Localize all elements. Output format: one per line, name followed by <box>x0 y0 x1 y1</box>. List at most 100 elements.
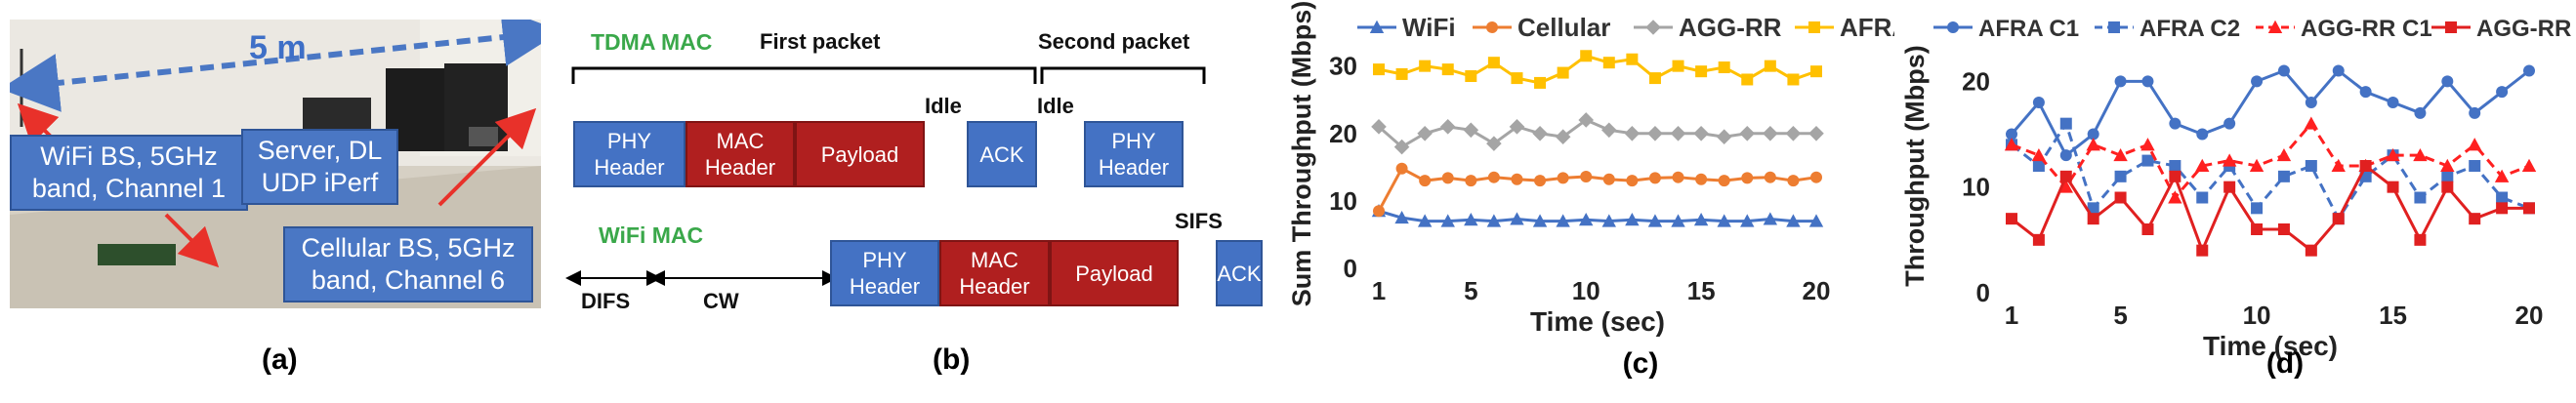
data-point-2-3 <box>1439 119 1456 135</box>
legend-label-2: AGG-RR C1 <box>2301 16 2432 42</box>
x-tick-2: 10 <box>1572 276 1600 305</box>
chart-c-svg: WiFiCellularAGG-RRAFRA010203015101520Tim… <box>1287 1 1910 380</box>
data-point-2-0 <box>1371 119 1387 135</box>
legend-marker-1 <box>1486 21 1498 33</box>
data-point-3-8 <box>2223 181 2236 193</box>
data-point-1-5 <box>1487 171 1500 183</box>
tdma-mac-title: TDMA MAC <box>591 29 713 55</box>
caption-a: (a) <box>262 343 298 376</box>
data-point-0-11 <box>2305 97 2317 108</box>
wifi-mac-title: WiFi MAC <box>599 222 704 248</box>
data-point-3-0 <box>2006 213 2017 225</box>
data-point-3-5 <box>2141 223 2154 235</box>
data-point-2-6 <box>2168 190 2182 204</box>
data-point-0-2 <box>2059 149 2072 162</box>
data-point-1-12 <box>1648 172 1661 184</box>
data-point-0-14 <box>2387 97 2399 108</box>
data-point-1-7 <box>1534 175 1547 187</box>
series-line-0 <box>1378 209 1816 223</box>
data-point-3-6 <box>2169 170 2181 182</box>
panel-a: 5 m WiFi BS, 5GHz band, Channel 1 Server… <box>0 0 547 398</box>
data-point-0-13 <box>2359 86 2372 99</box>
data-point-0-16 <box>1740 214 1755 227</box>
data-point-3-9 <box>1580 50 1593 62</box>
data-point-2-18 <box>2494 169 2510 182</box>
data-point-2-11 <box>1624 125 1641 141</box>
data-point-2-10 <box>2276 147 2292 162</box>
data-point-0-11 <box>1625 213 1640 226</box>
data-point-3-19 <box>1810 65 1822 78</box>
idle-label-1: Idle <box>925 94 962 118</box>
data-point-0-19 <box>1808 214 1824 227</box>
data-point-1-6 <box>1511 173 1523 185</box>
data-point-2-3 <box>2086 138 2100 151</box>
data-point-3-16 <box>1741 73 1754 86</box>
data-point-3-3 <box>1441 63 1454 76</box>
data-point-1-3 <box>1441 172 1454 184</box>
data-point-0-17 <box>1763 212 1778 225</box>
legend-marker-0 <box>1947 21 1959 33</box>
server-label: Server, DL UDP iPerf <box>241 129 398 205</box>
cellular-bs-label: Cellular BS, 5GHz band, Channel 6 <box>283 226 533 302</box>
data-point-0-15 <box>1717 214 1731 227</box>
data-point-1-11 <box>1626 175 1639 187</box>
data-point-2-17 <box>1763 125 1778 141</box>
data-point-3-10 <box>1602 57 1615 69</box>
data-point-3-14 <box>1695 65 1708 78</box>
data-point-2-16 <box>1739 125 1756 141</box>
data-point-3-14 <box>2387 181 2399 193</box>
data-point-3-10 <box>2277 223 2290 235</box>
data-point-1-3 <box>2087 202 2099 215</box>
data-point-2-17 <box>2468 138 2482 151</box>
data-point-1-10 <box>2277 170 2290 182</box>
data-point-0-9 <box>2251 75 2264 88</box>
data-point-2-9 <box>2249 158 2264 172</box>
data-point-1-13 <box>1672 171 1684 183</box>
data-point-1-18 <box>1787 175 1800 187</box>
data-point-2-12 <box>1647 125 1663 141</box>
data-point-1-6 <box>2169 160 2181 172</box>
data-point-2-7 <box>2195 158 2210 172</box>
data-point-1-9 <box>1580 171 1593 182</box>
legend-label-2: AGG-RR <box>1679 13 1782 42</box>
sifs-label: SIFS <box>1175 209 1223 233</box>
legend-label-1: Cellular <box>1517 13 1610 42</box>
legend-label-0: AFRA C1 <box>1978 16 2079 42</box>
data-point-0-9 <box>1579 213 1594 226</box>
data-point-1-14 <box>1695 173 1708 185</box>
data-point-3-4 <box>1465 70 1477 83</box>
chart-caption: (c) <box>1623 347 1659 380</box>
data-point-2-8 <box>2222 153 2237 167</box>
legend-label-0: WiFi <box>1402 13 1456 42</box>
data-point-3-8 <box>1557 66 1569 79</box>
cw-label: CW <box>703 289 739 313</box>
series-line-0 <box>2010 68 2530 158</box>
data-point-1-1 <box>1395 162 1408 175</box>
y-tick-2: 20 <box>1962 66 1990 96</box>
x-tick-4: 20 <box>2515 301 2544 330</box>
data-point-1-1 <box>2032 160 2045 172</box>
data-point-0-16 <box>2441 75 2454 88</box>
data-point-2-4 <box>2113 147 2128 162</box>
data-point-0-0 <box>2006 128 2017 141</box>
x-tick-1: 5 <box>2113 301 2127 330</box>
data-point-2-12 <box>2331 158 2346 172</box>
data-point-3-15 <box>2414 233 2427 246</box>
data-point-3-12 <box>2332 213 2345 225</box>
x-tick-3: 15 <box>2379 301 2407 330</box>
data-point-0-12 <box>2332 64 2345 77</box>
data-point-3-11 <box>2305 244 2317 257</box>
data-point-1-17 <box>2469 160 2481 172</box>
legend-label-3: AFRA <box>1840 13 1894 42</box>
data-point-2-2 <box>2058 180 2073 193</box>
data-point-2-11 <box>2304 116 2319 130</box>
testbed-photo: 5 m WiFi BS, 5GHz band, Channel 1 Server… <box>10 20 541 308</box>
y-tick-2: 20 <box>1329 119 1357 148</box>
tdma-phy-header-2: PHY Header <box>1084 121 1184 187</box>
data-point-0-5 <box>1486 214 1502 227</box>
wifi-payload: Payload <box>1050 240 1179 306</box>
data-point-0-6 <box>2169 117 2181 130</box>
data-point-3-15 <box>1718 61 1730 74</box>
data-point-2-1 <box>1393 139 1410 155</box>
